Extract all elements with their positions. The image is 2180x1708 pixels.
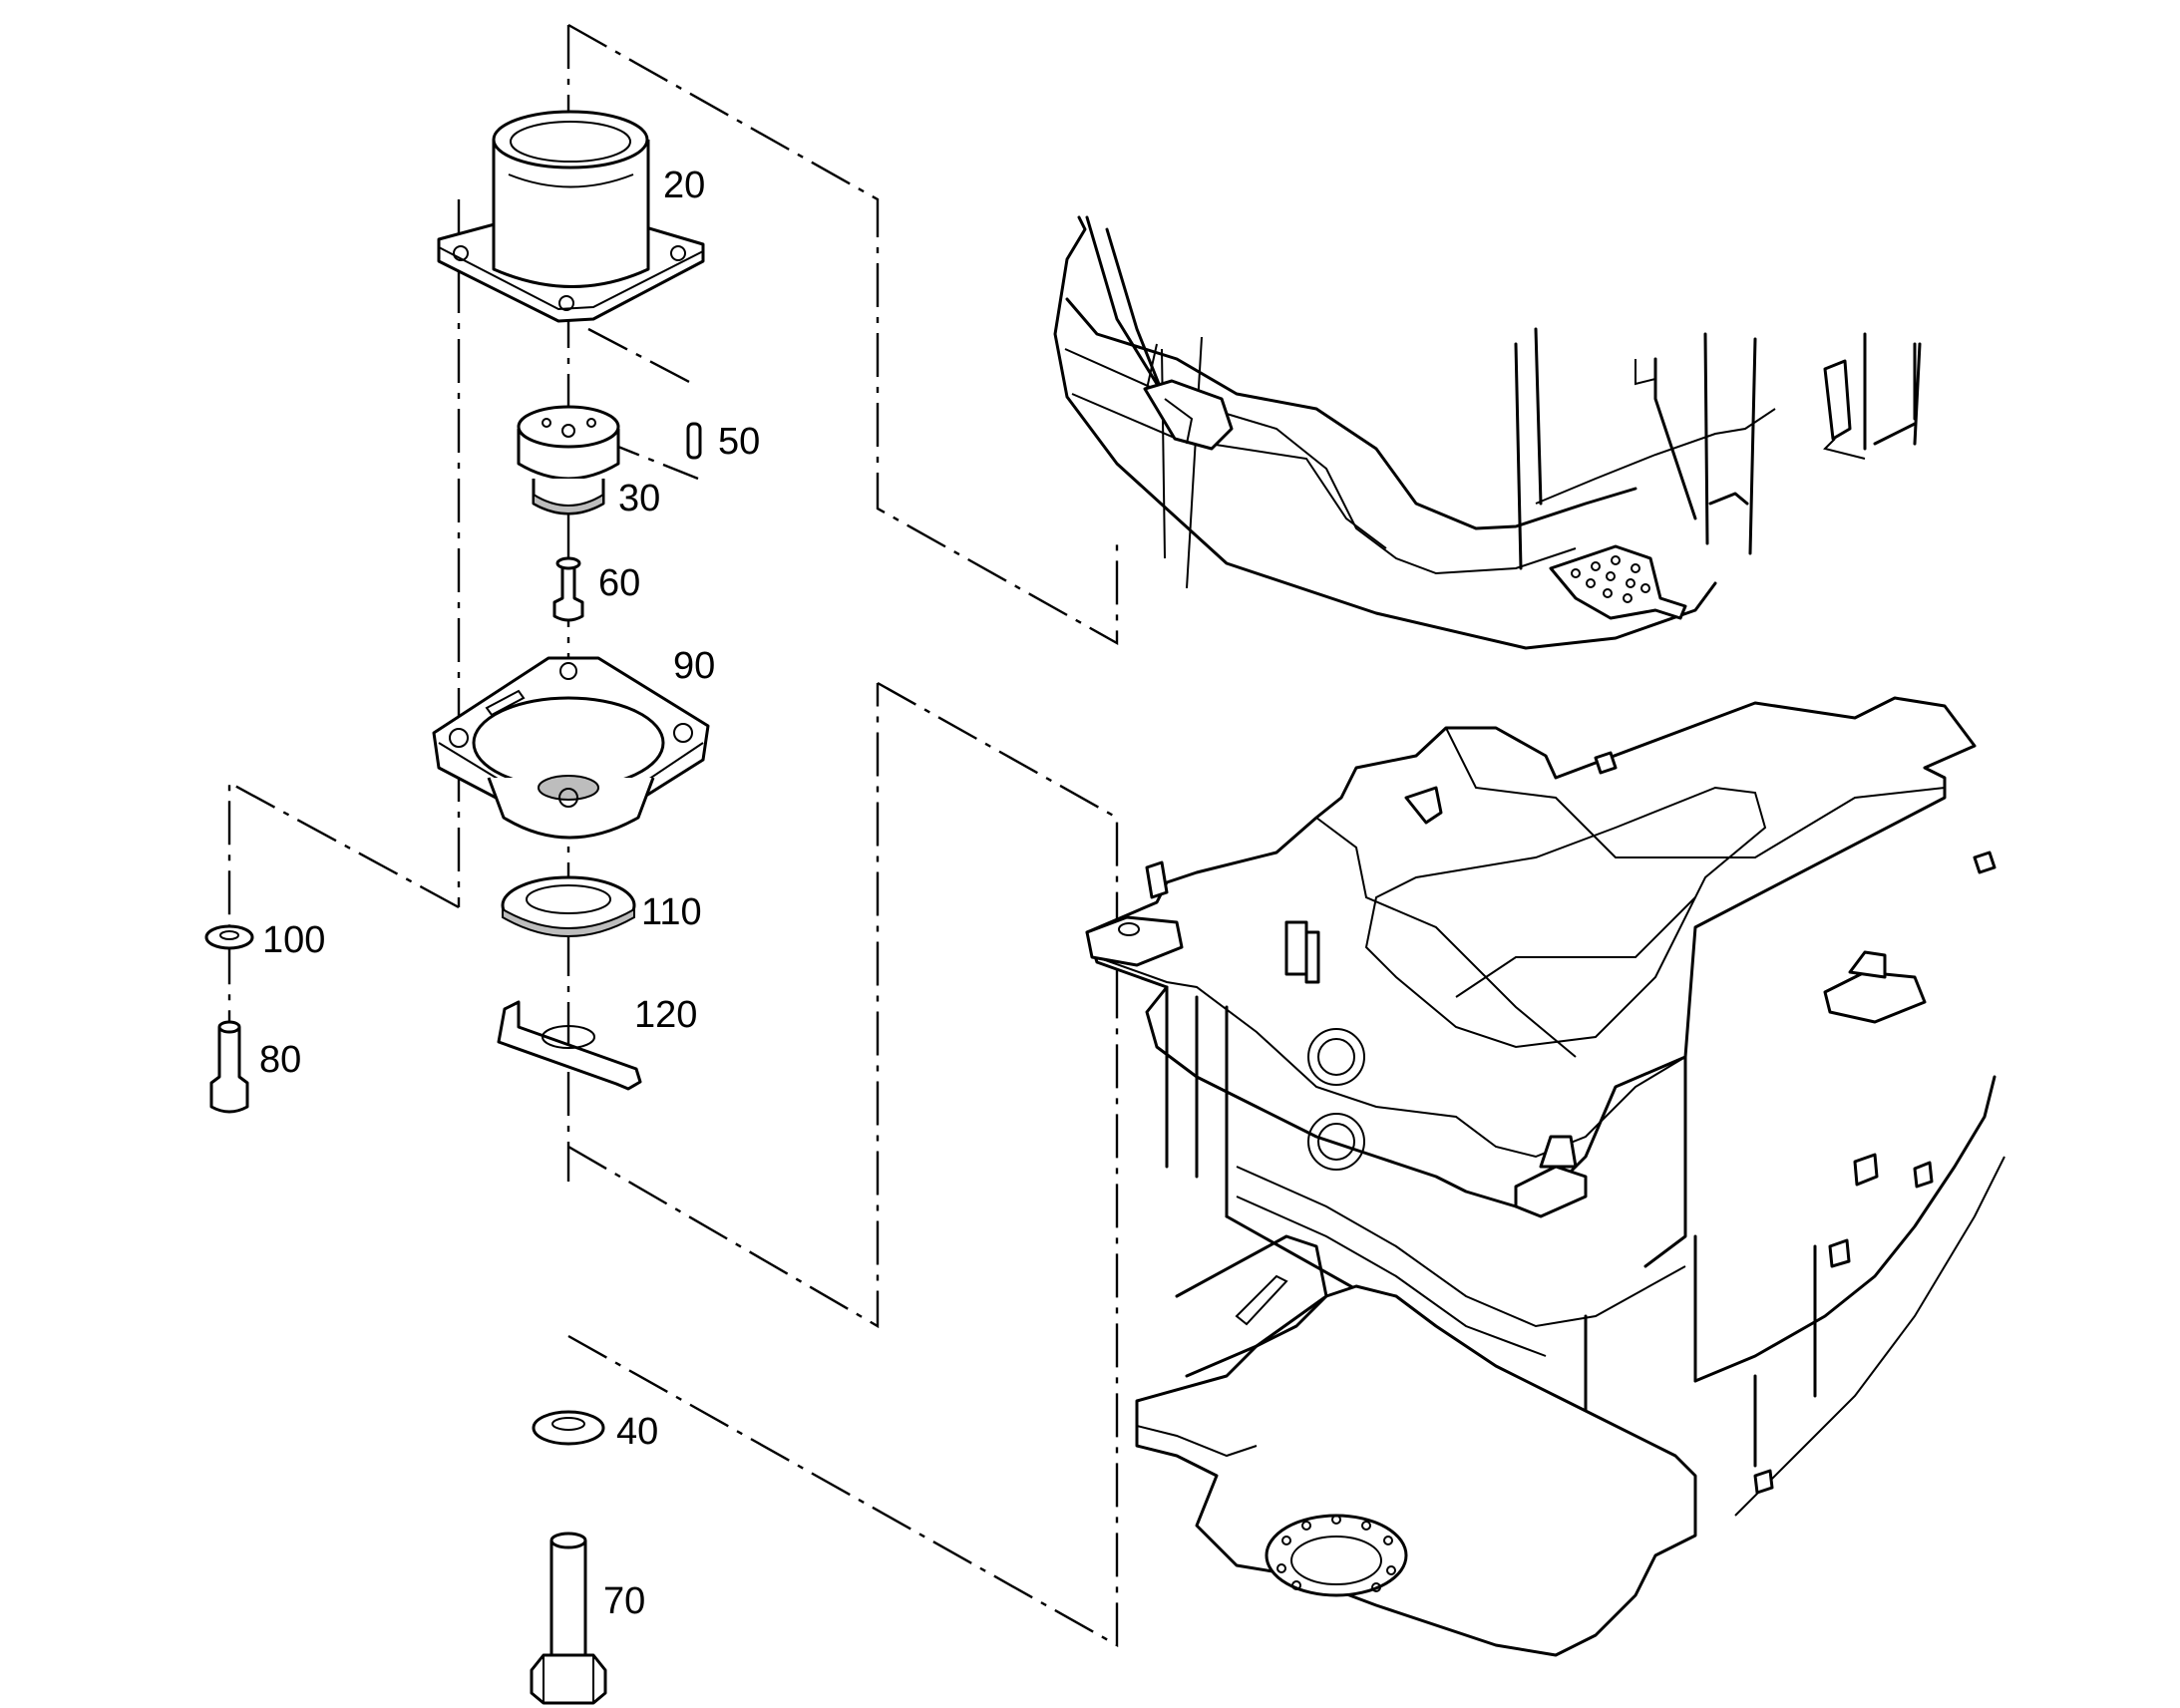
callout-labels: 20 50 30 60 90 100 110 120 80 40 70	[259, 165, 760, 1622]
callout-90: 90	[673, 645, 715, 687]
callout-80: 80	[259, 1039, 301, 1081]
callout-110: 110	[641, 891, 702, 933]
callout-20: 20	[663, 165, 705, 206]
callout-100: 100	[262, 919, 325, 961]
part-70-bolt	[530, 1532, 607, 1705]
callout-30: 30	[618, 478, 660, 519]
ring-bolt-holes	[1276, 1515, 1396, 1592]
part-30-bearing	[517, 405, 620, 515]
callout-40: 40	[616, 1411, 658, 1453]
step-holes	[1571, 555, 1650, 603]
upper-machine-body	[1053, 215, 1922, 650]
assembly-lines	[227, 23, 1119, 1648]
part-90-base	[432, 656, 710, 840]
part-100-washer	[204, 924, 254, 950]
callout-70: 70	[603, 1580, 645, 1622]
part-60-sleeve	[552, 556, 584, 622]
part-20-housing	[437, 110, 705, 323]
part-50-pin	[686, 422, 702, 460]
callout-60: 60	[598, 562, 640, 604]
part-110-ring	[501, 875, 636, 937]
callout-120: 120	[634, 994, 697, 1036]
callout-50: 50	[718, 421, 760, 463]
part-80-bolt	[209, 1020, 249, 1114]
part-120-plate	[497, 1000, 642, 1091]
lower-frame	[1085, 696, 2005, 1657]
part-40-washer	[532, 1410, 605, 1446]
